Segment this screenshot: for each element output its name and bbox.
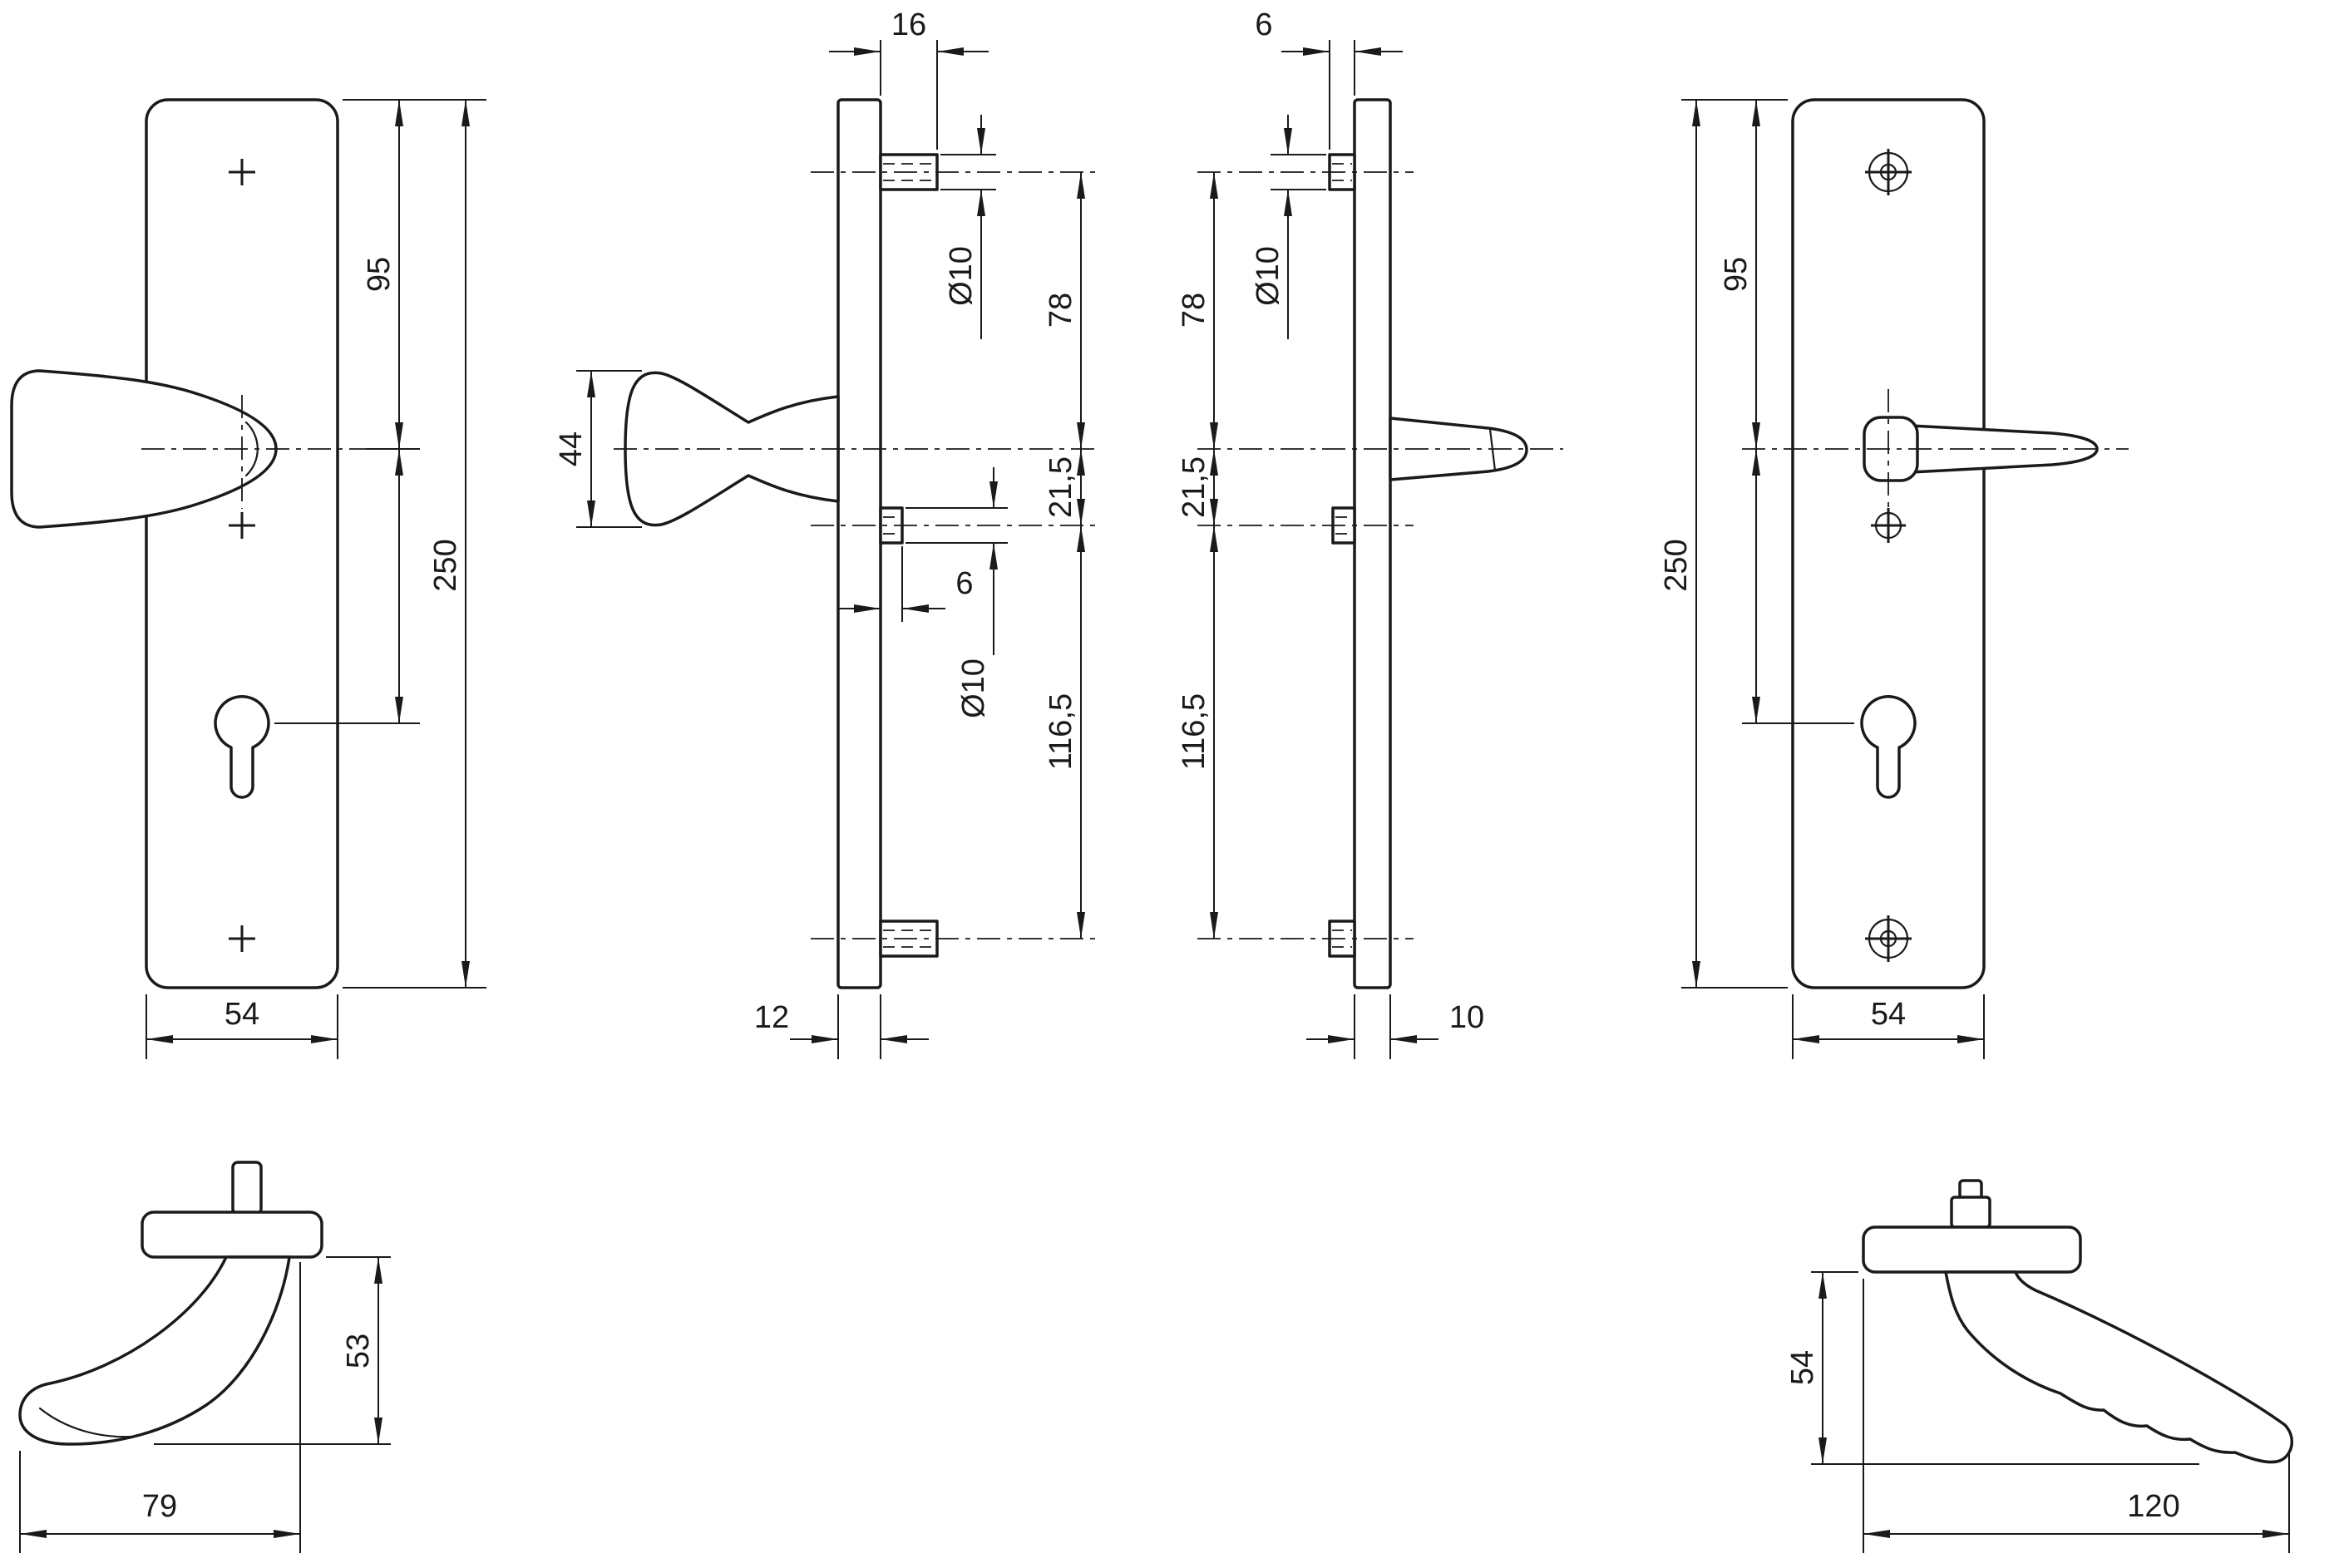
dim-label-16: 16	[891, 7, 926, 42]
screw-hole-cross-top	[229, 159, 255, 185]
side-exterior-view: 16 44 Ø10 78 21,5 116,5 6	[554, 7, 1098, 1059]
profile-cylinder-hole-interior	[1860, 695, 1917, 799]
dimension-10-plate-thickness: 10	[1306, 994, 1484, 1059]
lever-profile-view: 54 120	[1785, 1179, 2293, 1553]
dim-label-54-lever: 54	[1785, 1350, 1820, 1385]
dimension-chain-interior: 78 21,5 116,5	[1177, 172, 1218, 939]
dim-label-95-exterior: 95	[362, 257, 397, 292]
dimension-dia10-top-exterior: Ø10	[940, 115, 996, 339]
dim-label-54-exterior: 54	[225, 997, 259, 1032]
profile-cylinder-hole	[214, 695, 270, 799]
dimension-6-tab-depth-interior: 6	[1255, 7, 1403, 150]
dimension-250-interior: 250	[1659, 100, 1788, 989]
dimension-95-interior: 95	[1681, 99, 1854, 724]
dim-label-54-interior: 54	[1871, 997, 1906, 1032]
grip-profile-view: 53 79	[18, 1161, 391, 1553]
screw-hole-cross-bottom	[229, 925, 255, 952]
dimension-44-grip-height: 44	[554, 370, 642, 528]
dimension-dia10-mid-exterior: Ø10	[905, 467, 1008, 718]
dim-label-116-5-exterior: 116,5	[1044, 693, 1078, 770]
grip-mounting-flange	[141, 1211, 323, 1259]
dimension-79-grip-length: 79	[19, 1262, 301, 1553]
lever-cap-seam	[1488, 427, 1497, 472]
dimension-dia10-top-interior: Ø10	[1251, 115, 1326, 339]
dim-label-120: 120	[2127, 1489, 2179, 1524]
screw-head-mid	[1871, 508, 1906, 543]
dimension-6-mid-tab: 6	[837, 546, 974, 622]
grip-body-profile	[18, 1255, 291, 1446]
dim-label-6-interior: 6	[1255, 7, 1272, 42]
dim-label-44: 44	[554, 431, 589, 466]
dim-label-95-interior: 95	[1719, 257, 1754, 292]
grip-foot-detail	[38, 1407, 135, 1438]
lever-spindle-stud	[1950, 1196, 1991, 1229]
dimension-54-exterior: 54	[146, 994, 338, 1059]
dim-label-53: 53	[341, 1334, 376, 1368]
dimension-53-grip-height: 53	[154, 1256, 391, 1445]
dim-label-dia10-top-exterior: Ø10	[944, 246, 979, 306]
dimension-chain-exterior: 78 21,5 116,5	[1044, 172, 1085, 939]
dim-label-250-interior: 250	[1659, 539, 1694, 591]
front-interior-view: 95 250 54	[1659, 98, 2129, 1059]
dimension-54-interior: 54	[1792, 994, 1985, 1059]
screw-hole-cross-mid	[229, 512, 255, 539]
side-interior-view: 6 Ø10 78 21,5 116,5 10	[1177, 7, 1563, 1059]
lever-body-profile	[1944, 1270, 2293, 1464]
front-exterior-view: 95 250 54	[10, 98, 486, 1059]
dimension-16-tab-depth: 16	[829, 7, 989, 150]
dim-label-79: 79	[142, 1489, 177, 1524]
dimension-54-lever-height: 54	[1785, 1271, 2199, 1465]
dim-label-116-5-interior: 116,5	[1177, 693, 1211, 770]
lever-mounting-flange	[1862, 1225, 2082, 1274]
interior-backplate	[1791, 98, 1986, 989]
dim-label-dia10-mid-exterior: Ø10	[956, 658, 991, 718]
interior-plate-side	[1353, 98, 1392, 989]
dimension-12-plate-thickness: 12	[754, 994, 929, 1059]
dim-label-78-interior: 78	[1177, 293, 1211, 328]
dim-label-21-5-exterior: 21,5	[1044, 456, 1078, 518]
dim-label-12: 12	[754, 1000, 789, 1035]
exterior-plate-side	[836, 98, 882, 989]
dim-label-dia10-interior: Ø10	[1251, 246, 1285, 306]
exterior-backplate	[145, 98, 339, 989]
dimension-120-lever-length: 120	[1863, 1279, 2290, 1553]
grip-spindle-stud	[231, 1161, 263, 1215]
dimension-250-exterior: 250	[343, 100, 486, 989]
screw-head-bottom	[1865, 915, 1912, 962]
screw-head-top	[1865, 149, 1912, 195]
dim-label-6-mid-tab: 6	[955, 566, 973, 601]
dim-label-10: 10	[1449, 1000, 1484, 1035]
dim-label-21-5-interior: 21,5	[1177, 456, 1211, 518]
dim-label-250-exterior: 250	[428, 539, 463, 591]
dim-label-78-exterior: 78	[1044, 293, 1078, 328]
